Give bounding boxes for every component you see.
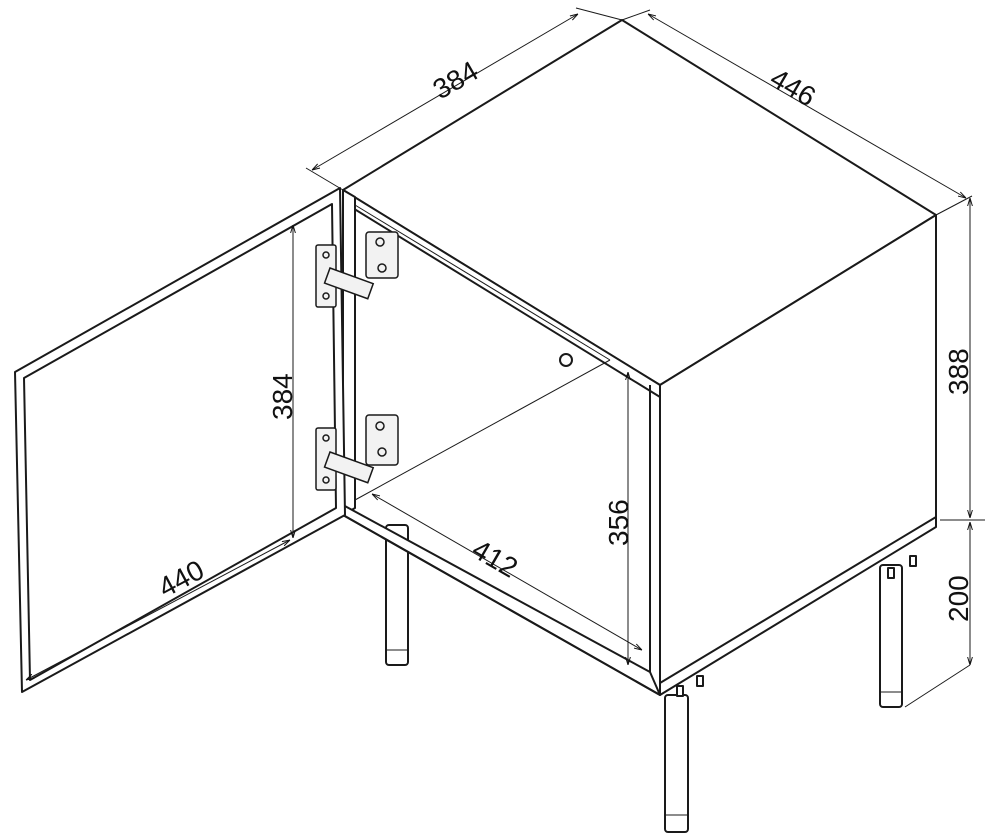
dim-label-body-height: 388 xyxy=(943,348,974,395)
dim-label-door-height: 384 xyxy=(267,373,298,420)
dim-label-top-width: 446 xyxy=(765,62,821,112)
leveling-pins xyxy=(676,555,917,697)
dim-inner-width: 412 xyxy=(372,494,642,650)
dim-door-height: 384 xyxy=(267,225,298,538)
leg-front xyxy=(664,694,689,833)
leg-back-right xyxy=(879,564,903,708)
cabinet-body xyxy=(342,19,937,696)
dim-label-inner-height: 356 xyxy=(603,499,634,546)
hinge-bottom xyxy=(315,414,399,491)
dim-inner-height: 356 xyxy=(603,372,634,665)
door-panel xyxy=(14,187,346,693)
shelf-pin-hole xyxy=(559,353,573,367)
hinge-top xyxy=(315,231,399,308)
dim-label-leg-height: 200 xyxy=(943,575,974,622)
dim-leg-height: 200 xyxy=(904,522,974,708)
right-side-panel xyxy=(659,214,937,696)
dim-body-height: 388 xyxy=(940,198,985,521)
